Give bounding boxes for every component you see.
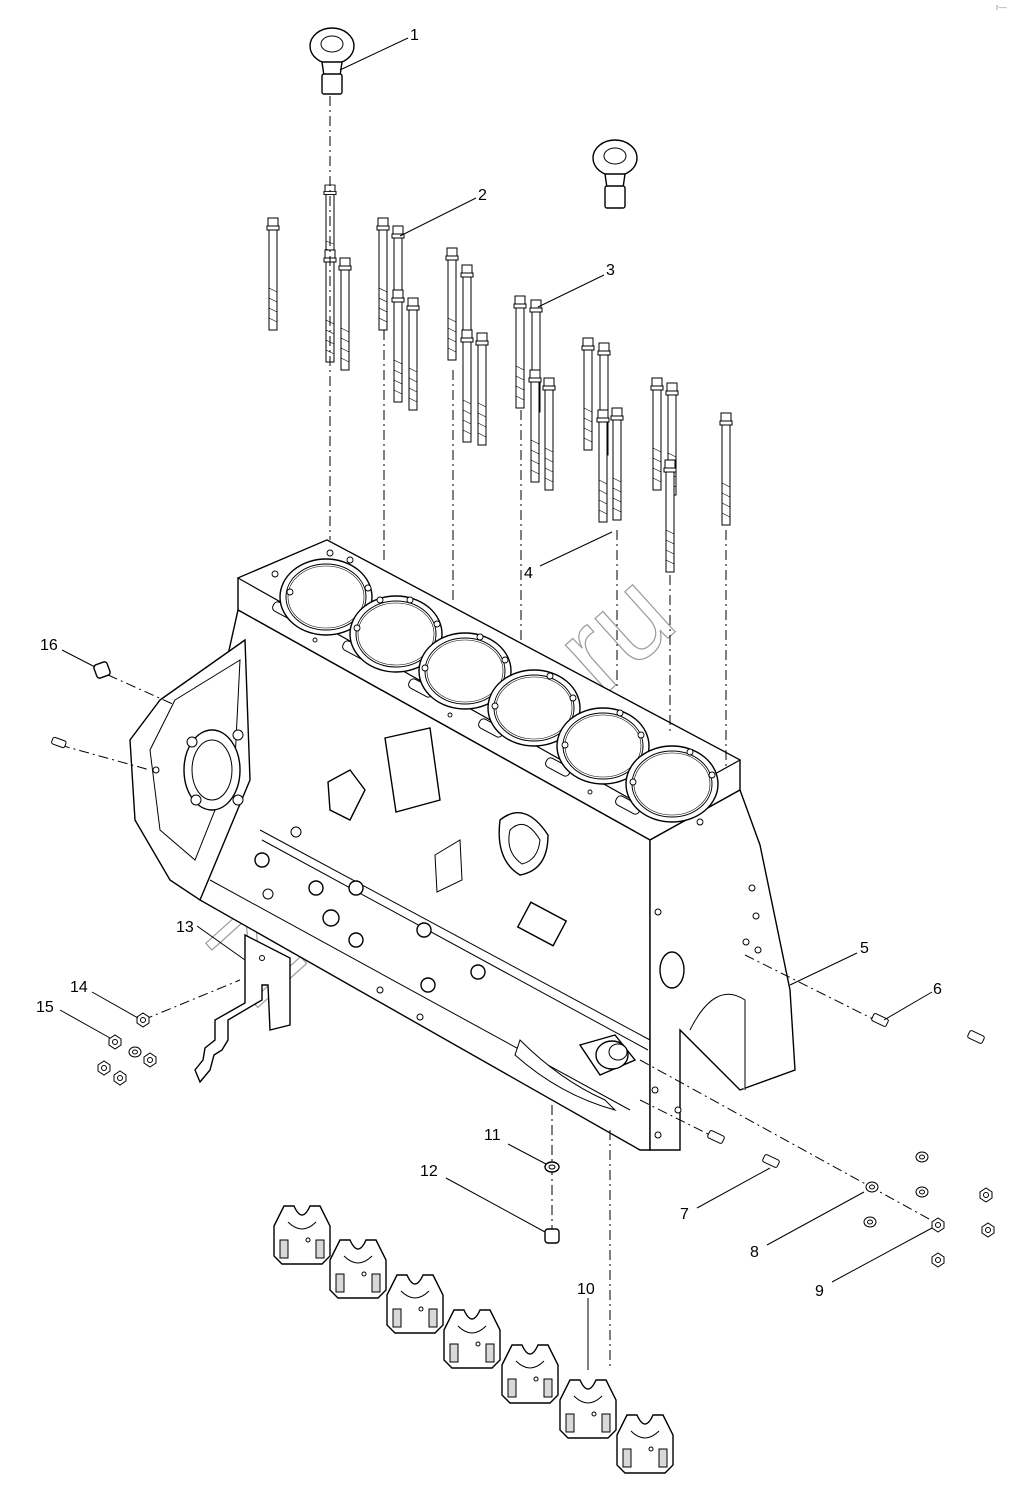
callout-14: 14	[70, 979, 88, 996]
callout-3: 3	[606, 262, 615, 279]
small-parts	[51, 661, 995, 1474]
callout-13: 13	[176, 919, 194, 936]
callout-16: 16	[40, 637, 58, 654]
callout-4: 4	[524, 565, 533, 582]
callout-9: 9	[815, 1283, 824, 1300]
callout-15: 15	[36, 999, 54, 1016]
callout-11: 11	[484, 1127, 501, 1144]
callout-5: 5	[860, 940, 869, 957]
callout-7: 7	[680, 1206, 689, 1223]
callout-leaders	[59, 37, 933, 1370]
lifting-eye-rear	[592, 139, 638, 209]
lifting-eye-front	[309, 27, 355, 95]
callout-12: 12	[420, 1163, 438, 1180]
callout-6: 6	[933, 981, 942, 998]
cylinder-head-bolts	[266, 184, 733, 573]
callout-labels: 1 2 3 4 5 6 7 8 9 10 11 12 13 14 15 16	[36, 27, 942, 1300]
corner-mark: r—	[996, 3, 1007, 12]
assembly-center-lines	[59, 96, 941, 1370]
callout-8: 8	[750, 1244, 759, 1261]
callout-10: 10	[577, 1281, 595, 1298]
engine-block	[129, 539, 796, 1151]
callout-1: 1	[410, 27, 419, 44]
callout-2: 2	[478, 187, 487, 204]
